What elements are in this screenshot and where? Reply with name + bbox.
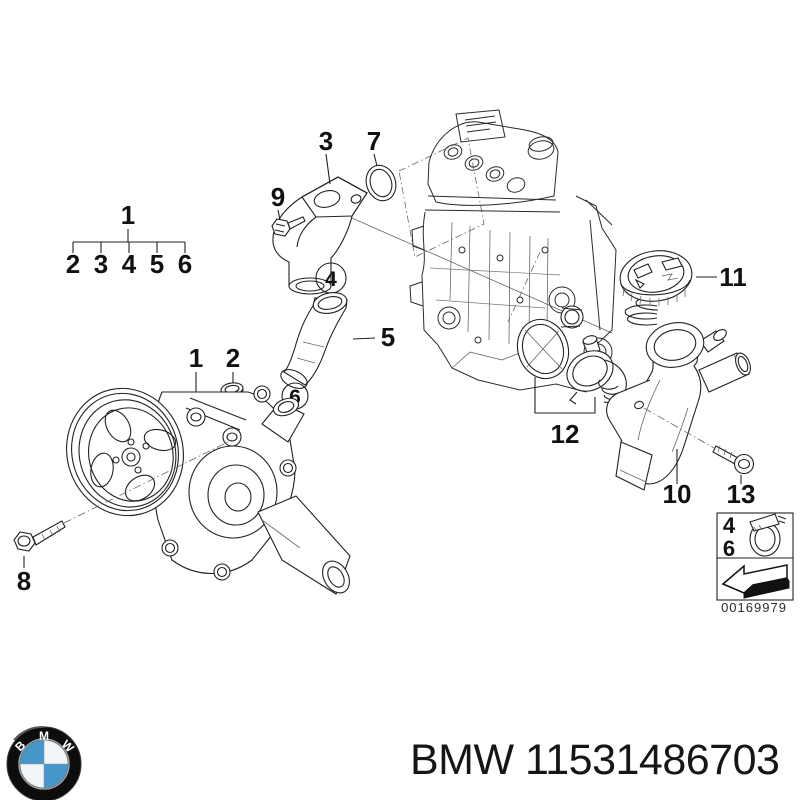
coolant-pump-drawing — [66, 385, 351, 595]
callout-o-ring: 7 — [367, 126, 381, 156]
diagram-code: 00169979 — [721, 600, 787, 615]
callout-sealing-plug: 2 — [226, 343, 240, 373]
thermostat-gasket-drawing — [516, 305, 584, 380]
logo-letter-m: M — [39, 729, 49, 743]
callout-hose: 5 — [381, 322, 395, 352]
callout-clamp-a: 4 — [325, 268, 337, 291]
thermostat-bracket: 12 — [534, 377, 596, 449]
pump-bolt-drawing — [13, 439, 233, 552]
expansion-cap-drawing — [619, 250, 693, 326]
logo-quadrant-blue — [44, 764, 68, 788]
tree-child-label: 4 — [122, 249, 137, 279]
callout-elbow: 3 — [319, 126, 333, 156]
callout-pump: 1 — [189, 343, 203, 373]
legend-row-6: 6 — [723, 536, 735, 561]
direction-arrow-icon — [721, 564, 790, 599]
callout-elbow-bolt: 9 — [271, 182, 285, 212]
tree-child-label: 6 — [178, 249, 192, 279]
callout-housing-bolt: 13 — [727, 479, 756, 509]
water-outlet-elbow-drawing — [272, 176, 368, 295]
thermostat-housing-drawing — [606, 322, 751, 491]
tree-child-label: 2 — [66, 249, 80, 279]
callout-clamp-b: 6 — [289, 386, 301, 409]
tree-child-label: 3 — [94, 249, 108, 279]
legend-box: 4 6 — [716, 512, 794, 601]
callout-thermostat: 12 — [551, 419, 580, 449]
callout-thermostat-housing: 10 — [663, 479, 692, 509]
section-plane — [342, 137, 613, 334]
callout-cap: 11 — [719, 262, 747, 292]
bmw-logo: B M W — [6, 725, 82, 800]
legend-row-4: 4 — [723, 513, 736, 538]
o-ring-drawing — [365, 164, 397, 202]
hose-clamp-icon — [749, 513, 787, 557]
thermostat-drawing — [566, 335, 627, 405]
logo-quadrant-blue — [20, 740, 44, 764]
hose-drawing — [280, 292, 348, 389]
callout-pump-bolt: 8 — [17, 566, 31, 596]
housing-bolt-drawing — [643, 407, 755, 475]
part-number: BMW 11531486703 — [410, 736, 779, 784]
part-hierarchy-tree: 1 2 3 4 5 6 — [66, 200, 192, 279]
tree-parent-label: 1 — [121, 200, 135, 230]
tree-child-label: 5 — [150, 249, 164, 279]
elbow-bolt-drawing — [271, 216, 306, 237]
engine-block-drawing — [409, 109, 617, 393]
